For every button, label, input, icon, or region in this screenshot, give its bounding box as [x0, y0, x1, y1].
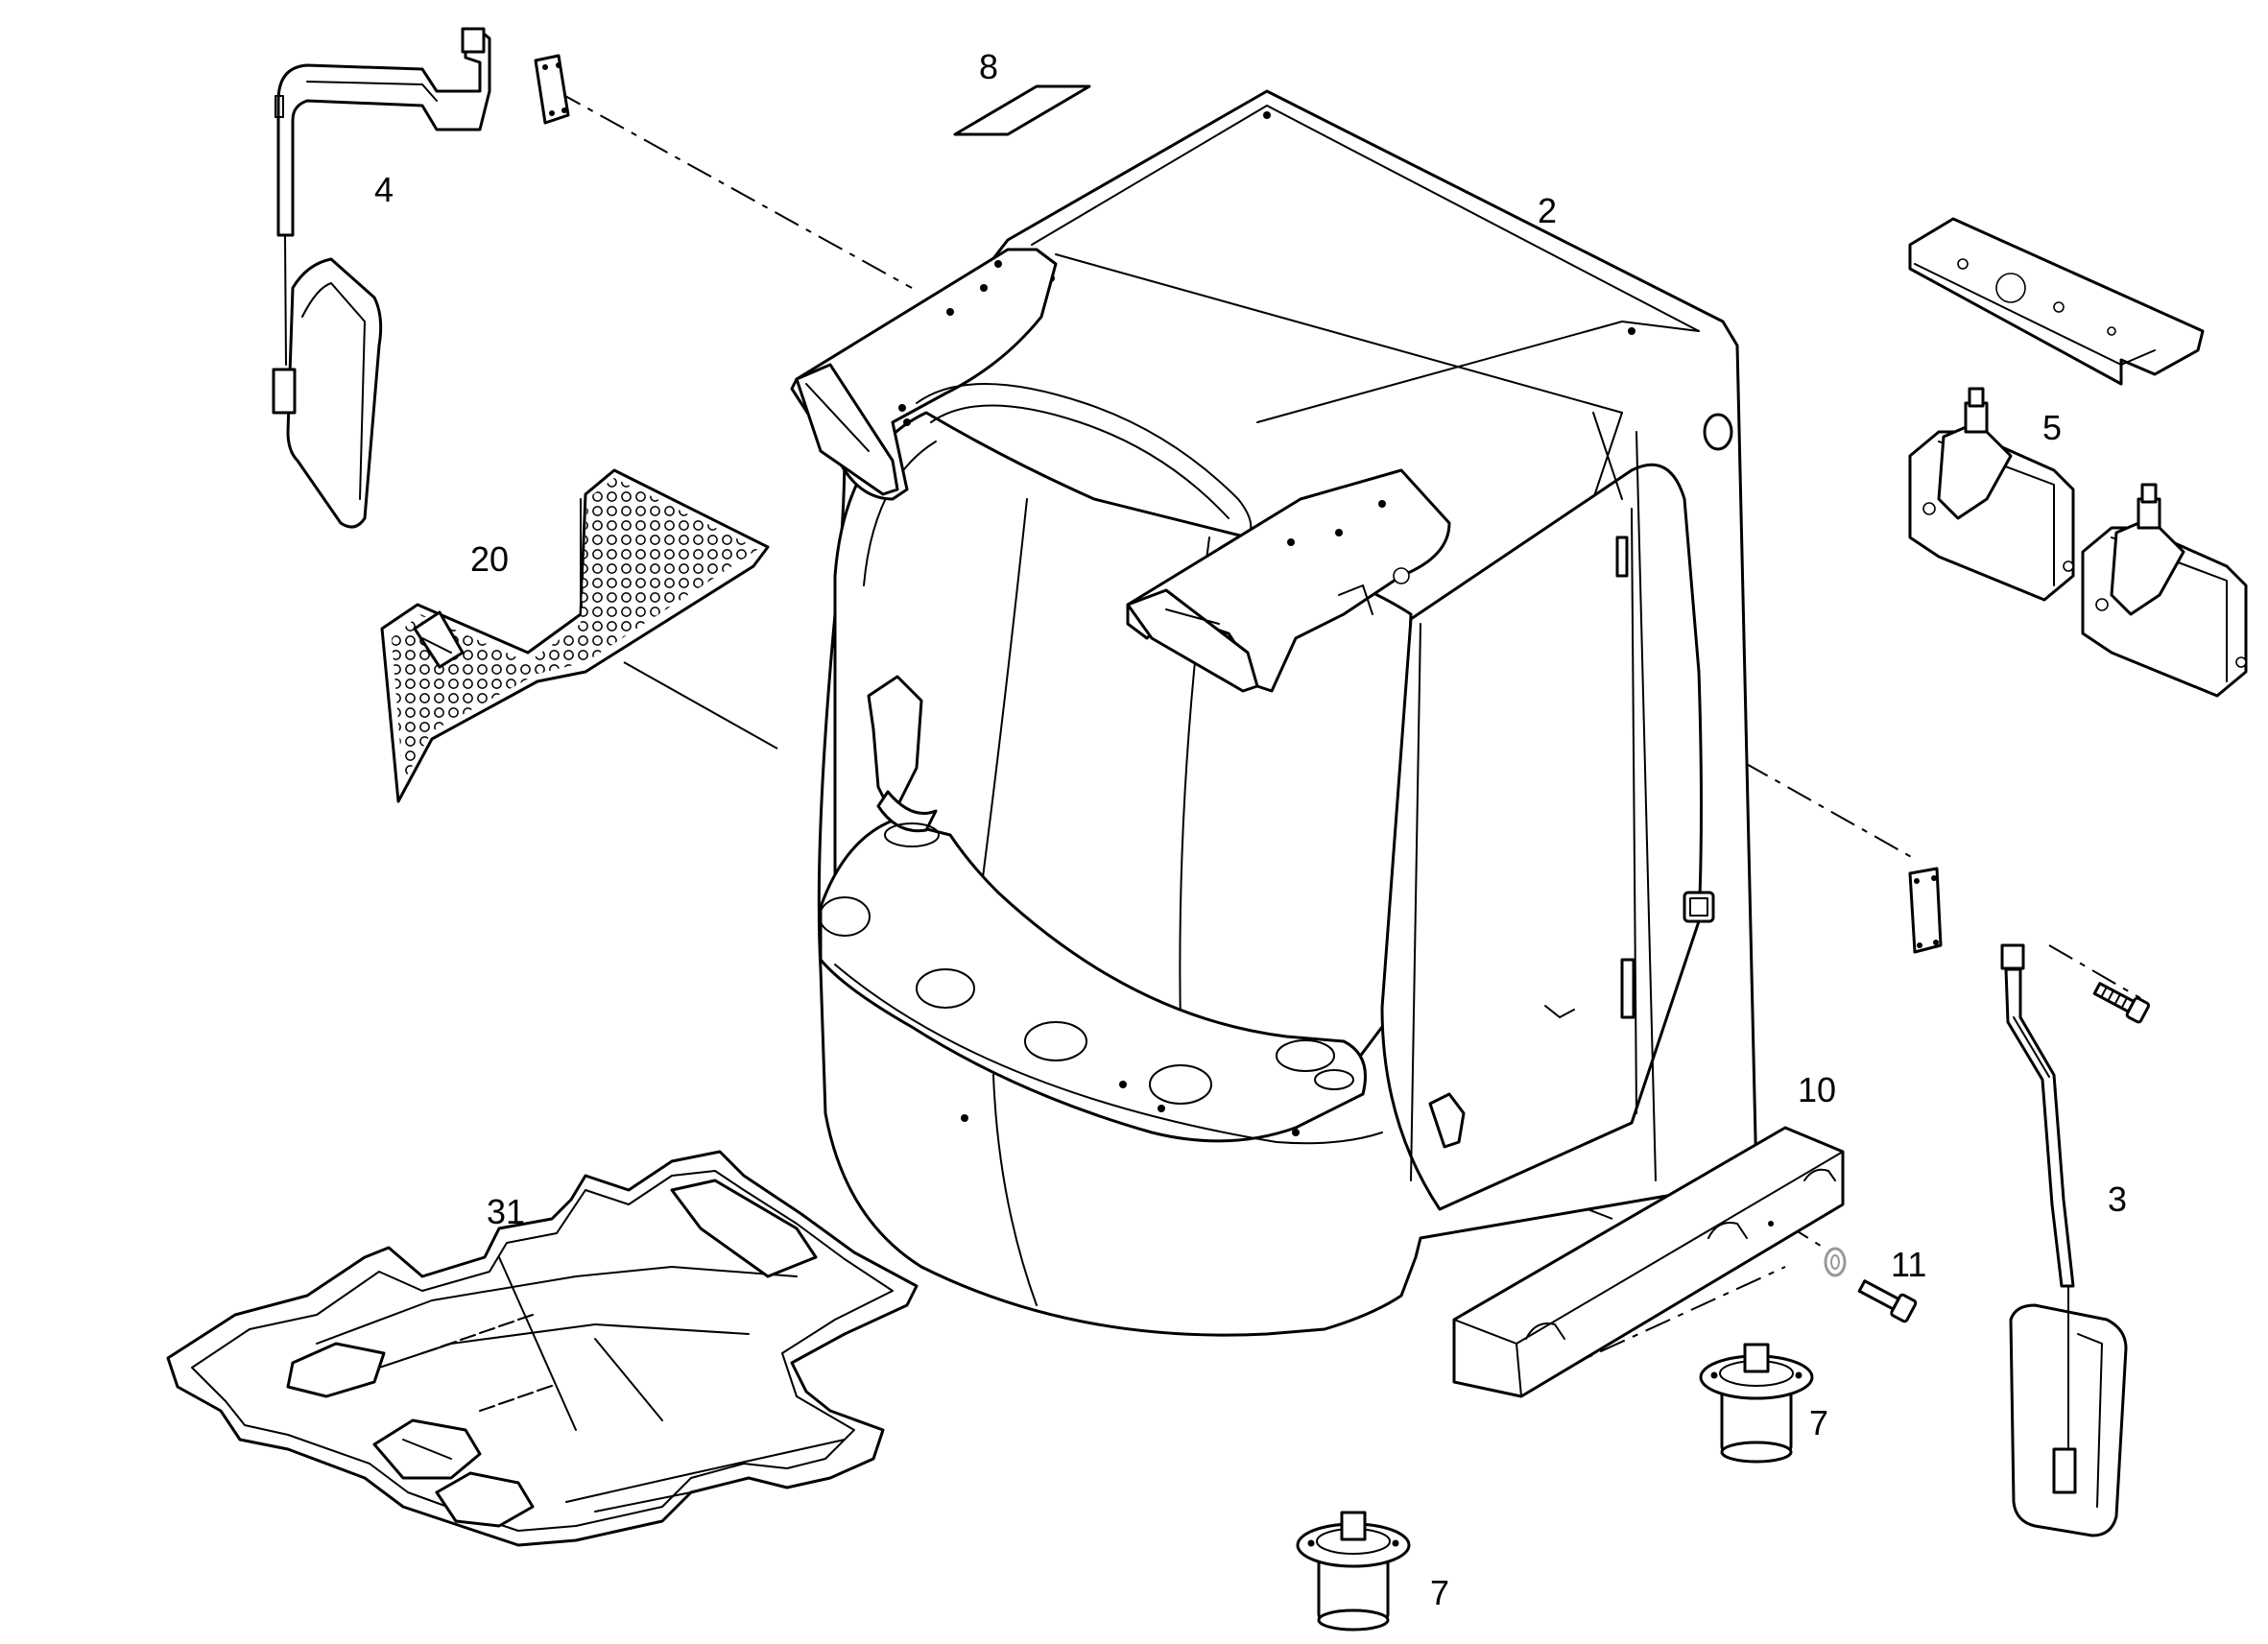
leader-line-20 — [623, 661, 778, 750]
callout-4: 4 — [374, 170, 394, 209]
callout-7-lower: 7 — [1430, 1573, 1449, 1612]
work-light-left — [1908, 387, 2075, 602]
callout-11: 11 — [1891, 1245, 1926, 1284]
callout-3: 3 — [2108, 1179, 2127, 1219]
rotary-knob-upper — [1699, 1343, 1814, 1464]
roof-grab-bar — [916, 383, 1253, 538]
mounting-plate-upper — [534, 54, 570, 125]
callout-7-upper: 7 — [1809, 1403, 1828, 1442]
light-bracket — [1908, 217, 2205, 386]
cab-body — [817, 89, 1758, 1337]
perforated-step-panel — [380, 468, 770, 803]
callout-31: 31 — [487, 1192, 525, 1231]
bolt-upper — [2092, 982, 2151, 1024]
label-plate — [953, 84, 1091, 136]
mirror-right — [1908, 867, 2128, 1537]
callout-2: 2 — [1538, 191, 1557, 230]
washer — [1824, 1247, 1847, 1277]
assembly-line-upper — [556, 90, 913, 289]
callout-5: 5 — [2042, 408, 2062, 447]
roof-bracket-front — [790, 248, 1058, 501]
bolt-lower — [1857, 1279, 1918, 1323]
assembly-line-step — [1554, 1266, 1786, 1373]
assembly-line-mirror — [2048, 944, 2141, 999]
work-light-right — [2081, 483, 2248, 698]
roof-bracket-rear — [1126, 468, 1451, 693]
rotary-knob-lower — [1296, 1511, 1411, 1632]
callout-20: 20 — [470, 539, 509, 579]
mirror-left — [272, 27, 491, 529]
callout-8: 8 — [979, 47, 998, 86]
step-assembly — [1452, 1126, 1845, 1398]
floor-mat — [166, 1150, 919, 1547]
callout-10: 10 — [1798, 1070, 1836, 1109]
